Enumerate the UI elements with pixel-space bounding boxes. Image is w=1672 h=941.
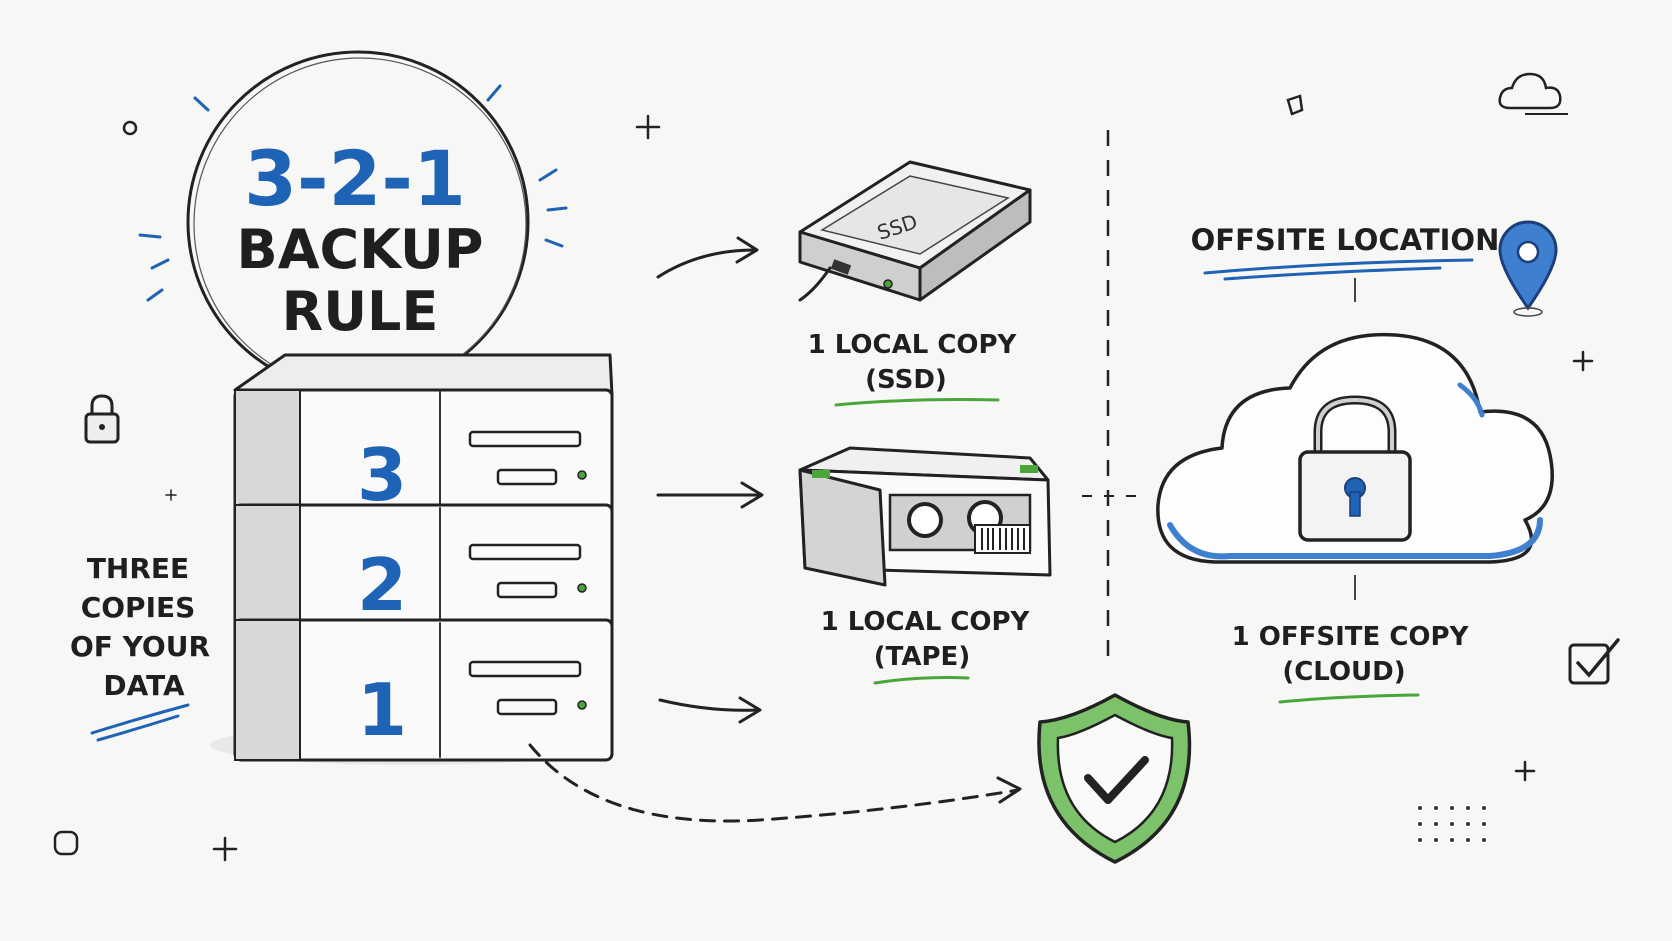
dot-grid [1418, 806, 1486, 842]
decorations [53, 72, 1620, 862]
server-unit-3: 3 [233, 353, 614, 532]
offsite-heading: OFFSITE LOCATION [1191, 223, 1500, 257]
offsite-divider [1082, 130, 1356, 670]
title-badge: 3-2-1 BACKUP RULE [138, 50, 568, 394]
ssd-caption-line-1: 1 LOCAL COPY [808, 330, 1018, 360]
tape-caption-line-1: 1 LOCAL COPY [821, 607, 1031, 637]
ssd-caption-line-2: (SSD) [865, 365, 947, 395]
arrows [528, 236, 1022, 823]
tape-cartridge-icon [798, 446, 1052, 587]
server-unit-1: 1 [233, 618, 614, 762]
stack-caption-line-2: COPIES [81, 591, 196, 624]
stack-caption-line-3: OF YOUR [70, 630, 210, 663]
offsite-caption-line-2: (CLOUD) [1282, 657, 1405, 687]
offsite-caption: 1 OFFSITE COPY (CLOUD) [1232, 622, 1470, 704]
sparkle-icon [165, 114, 1594, 862]
small-cloud-icon [1498, 72, 1568, 115]
server-number-2: 2 [357, 543, 407, 627]
cloud-icon [1156, 332, 1554, 564]
tape-caption: 1 LOCAL COPY (TAPE) [821, 607, 1031, 685]
server-number-3: 3 [357, 433, 407, 517]
stack-caption-line-1: THREE [87, 552, 189, 585]
shield-check-icon [1037, 693, 1192, 864]
map-pin-icon [1498, 220, 1558, 317]
checkbox-icon [1568, 638, 1620, 685]
title-line-1: 3-2-1 [244, 134, 466, 223]
padlock-icon [1298, 395, 1412, 542]
server-unit-2: 2 [233, 503, 614, 637]
offsite-caption-line-1: 1 OFFSITE COPY [1232, 622, 1470, 652]
server-number-1: 1 [357, 668, 407, 752]
title-line-3: RULE [282, 280, 439, 343]
offsite-heading-group: OFFSITE LOCATION [1191, 223, 1500, 281]
tape-caption-line-2: (TAPE) [874, 642, 970, 672]
ssd-caption: 1 LOCAL COPY (SSD) [808, 330, 1018, 407]
title-line-2: BACKUP [237, 218, 484, 281]
ssd-drive-icon: SSD [798, 160, 1032, 302]
stack-caption-line-4: DATA [103, 669, 185, 702]
stack-caption: THREE COPIES OF YOUR DATA [70, 552, 210, 742]
server-stack: 3 2 1 [210, 353, 614, 765]
lock-icon [84, 394, 120, 444]
